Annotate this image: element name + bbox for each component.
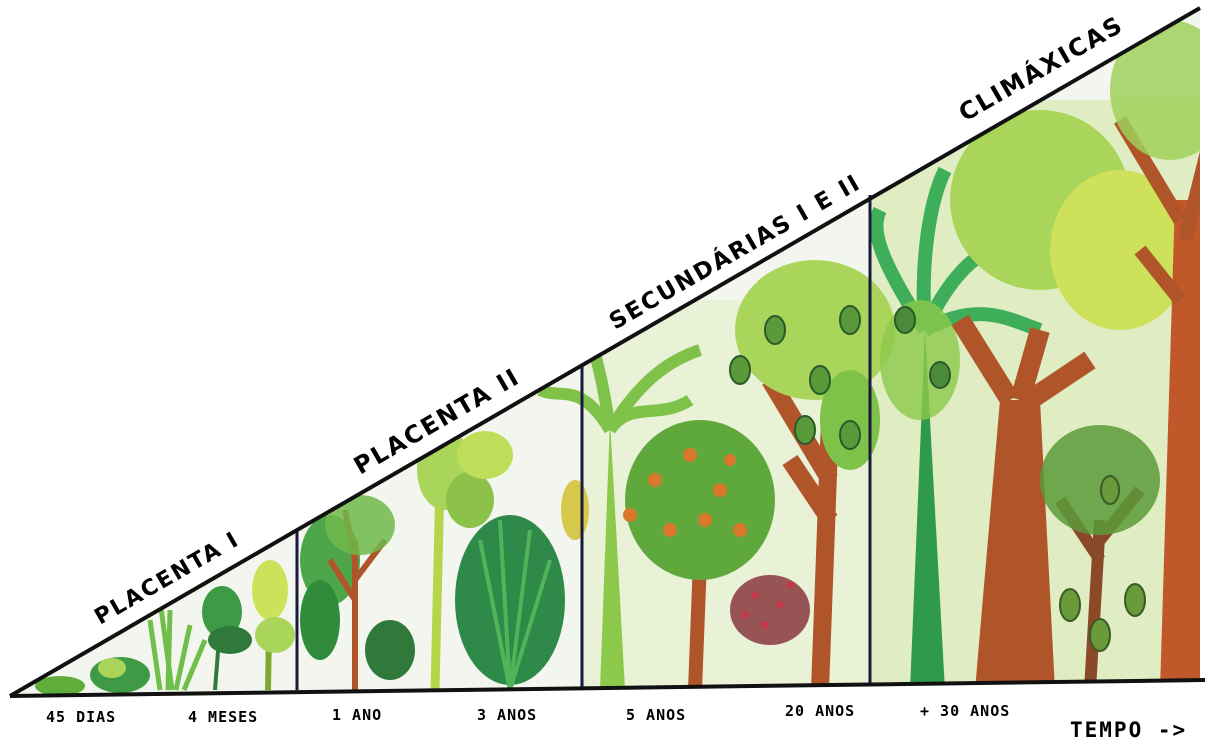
time-label-4-meses: 4 MESES xyxy=(188,708,258,726)
time-label-3-anos: 3 ANOS xyxy=(477,706,537,724)
time-label-20-anos: 20 ANOS xyxy=(785,702,855,720)
time-label-1-ano: 1 ANO xyxy=(332,706,382,724)
time-label-30-anos: + 30 ANOS xyxy=(920,702,1010,720)
time-label-45-dias: 45 DIAS xyxy=(46,708,116,726)
time-axis-label: TEMPO -> xyxy=(1070,718,1187,742)
time-label-5-anos: 5 ANOS xyxy=(626,706,686,724)
